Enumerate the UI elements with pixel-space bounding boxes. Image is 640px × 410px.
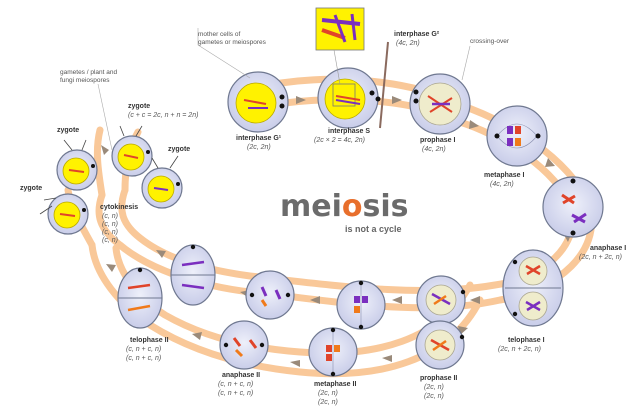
note-gametes-2: fungi meiospores xyxy=(60,77,110,84)
zygote-arrows xyxy=(39,125,179,215)
label-prophase-1: prophase I xyxy=(420,137,455,144)
formula-telophase-2-b: (c, n + c, n) xyxy=(126,355,161,362)
cell-telophase-1 xyxy=(502,249,564,327)
formula-cytokinesis-4: (c, n) xyxy=(102,237,118,244)
cell-interphase-s xyxy=(317,67,381,129)
formula-zygote-main: (c + c = 2c, n + n = 2n) xyxy=(128,112,198,119)
label-zygote-b: zygote xyxy=(168,146,190,153)
formula-anaphase-2-a: (c, n + c, n) xyxy=(218,381,253,388)
cell-anaphase-2-top xyxy=(245,270,295,320)
formula-prophase-1: (4c, 2n) xyxy=(422,146,446,153)
formula-anaphase-2-b: (c, n + c, n) xyxy=(218,390,253,397)
cell-anaphase-2-bottom xyxy=(219,320,269,370)
cell-metaphase-2-top xyxy=(336,280,386,330)
label-metaphase-2: metaphase II xyxy=(314,381,356,388)
arrow-icon xyxy=(106,264,116,272)
arrow-icon xyxy=(310,296,320,304)
title: meiosis xyxy=(280,189,409,224)
formula-interphase-g2: (4c, 2n) xyxy=(396,40,420,47)
cell-anaphase-1 xyxy=(542,176,604,238)
cell-interphase-g1 xyxy=(227,71,289,133)
label-interphase-g1: interphase G¹ xyxy=(236,135,282,142)
cell-prophase-2-bottom xyxy=(415,320,465,370)
label-anaphase-1: anaphase I xyxy=(590,245,626,252)
cell-telophase-2-top xyxy=(170,244,216,306)
note-gametes-1: gametes / plant and xyxy=(60,69,117,76)
label-anaphase-2: anaphase II xyxy=(222,372,260,379)
note-mother-cells-1: mother cells of xyxy=(198,31,240,38)
zoom-inset-chromosome xyxy=(315,7,365,85)
cell-metaphase-2-bottom xyxy=(308,327,358,377)
formula-telophase-1: (2c, n + 2c, n) xyxy=(498,346,541,353)
label-interphase-s: interphase S xyxy=(328,128,370,135)
arrow-icon xyxy=(392,96,402,104)
arrow-icon xyxy=(101,145,109,155)
arrow-icon xyxy=(192,332,202,340)
arrow-icon xyxy=(392,296,402,304)
arrow-icon xyxy=(296,96,306,104)
cell-prophase-1 xyxy=(409,73,471,135)
formula-telophase-2-a: (c, n + c, n) xyxy=(126,346,161,353)
arrow-icon xyxy=(545,158,555,167)
note-mother-cells-2: gametes or meiospores xyxy=(198,39,267,46)
label-zygote-main: zygote xyxy=(128,103,150,110)
note-crossing-over: crossing-over xyxy=(470,38,510,45)
formula-cytokinesis-1: (c, n) xyxy=(102,213,118,220)
g2-divider-line xyxy=(379,41,389,129)
formula-metaphase-1: (4c, 2n) xyxy=(490,181,514,188)
cell-gamete-2 xyxy=(111,135,153,177)
cell-telophase-2-bottom xyxy=(117,267,163,329)
formula-cytokinesis-2: (c, n) xyxy=(102,221,118,228)
formula-metaphase-2-a: (2c, n) xyxy=(318,390,338,397)
label-zygote-c: zygote xyxy=(20,185,42,192)
formula-cytokinesis-3: (c, n) xyxy=(102,229,118,236)
label-interphase-g2: interphase G² xyxy=(394,31,440,38)
label-prophase-2: prophase II xyxy=(420,375,457,382)
label-telophase-1: telophase I xyxy=(508,337,545,344)
label-metaphase-1: metaphase I xyxy=(484,172,525,179)
subtitle: is not a cycle xyxy=(345,224,402,234)
ring-band-left-1 xyxy=(93,126,106,199)
cell-gamete-3 xyxy=(47,193,89,235)
cell-prophase-2-top xyxy=(416,275,466,325)
arrow-icon xyxy=(469,120,479,129)
formula-prophase-2-b: (2c, n) xyxy=(424,393,444,400)
label-cytokinesis: cytokinesis xyxy=(100,204,138,211)
formula-prophase-2-a: (2c, n) xyxy=(424,384,444,391)
arrow-icon xyxy=(156,250,166,258)
arrow-icon xyxy=(382,355,392,362)
cell-metaphase-1 xyxy=(486,105,548,167)
note-leaders xyxy=(97,28,471,151)
formula-interphase-s: (2c × 2 = 4c, 2n) xyxy=(314,137,365,144)
formula-interphase-g1: (2c, 2n) xyxy=(247,144,271,151)
formula-anaphase-1: (2c, n + 2c, n) xyxy=(579,254,622,261)
label-telophase-2: telophase II xyxy=(130,337,169,344)
arrow-icon xyxy=(290,360,300,367)
label-zygote-a: zygote xyxy=(57,127,79,134)
cell-gamete-4 xyxy=(141,167,183,209)
arrow-icon xyxy=(470,296,480,304)
cell-gamete-1 xyxy=(56,149,98,191)
formula-metaphase-2-b: (2c, n) xyxy=(318,399,338,406)
